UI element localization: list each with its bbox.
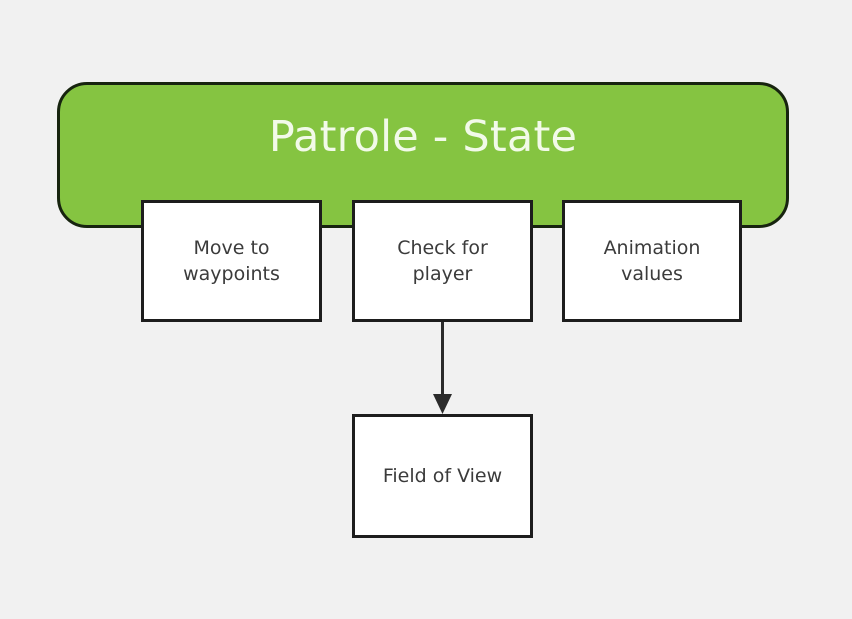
node-check-for-player[interactable]: Check for player	[352, 200, 533, 322]
node-label-field-of-view: Field of View	[382, 464, 503, 487]
state-title: Patrole - State	[268, 112, 578, 162]
node-label-animation-values: Animation values	[603, 236, 701, 285]
node-move-to-waypoints[interactable]: Move to waypoints	[141, 200, 322, 322]
node-label-check-for-player: Check for player	[397, 236, 488, 285]
connector-check-to-fov	[433, 322, 452, 414]
node-field-of-view[interactable]: Field of View	[352, 414, 533, 538]
node-label-move-to-waypoints: Move to waypoints	[183, 236, 280, 285]
node-animation-values[interactable]: Animation values	[562, 200, 742, 322]
